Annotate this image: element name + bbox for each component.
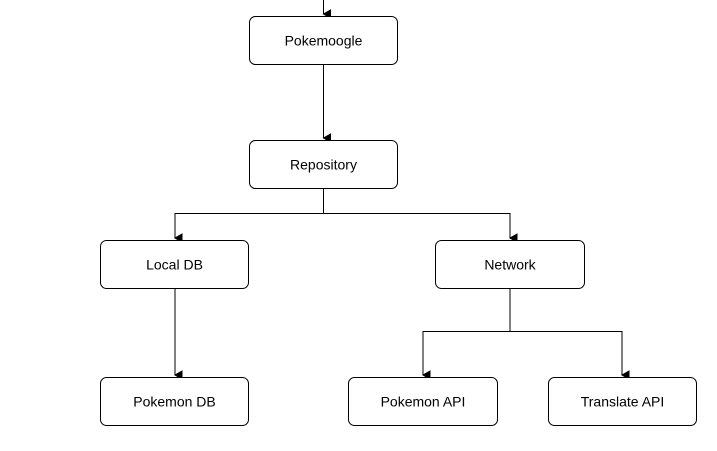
node-pokemon-db: Pokemon DB [100, 377, 249, 426]
node-network: Network [435, 240, 585, 289]
node-repository-label: Repository [290, 157, 357, 173]
node-pokemoogle: Pokemoogle [249, 16, 398, 65]
node-network-label: Network [484, 257, 536, 273]
node-pokemon-db-label: Pokemon DB [133, 394, 215, 410]
node-pokemon-api: Pokemon API [348, 377, 498, 426]
node-translate-api-label: Translate API [581, 394, 665, 410]
edge-network-to-translate-api [510, 331, 630, 380]
node-pokemon-api-label: Pokemon API [381, 394, 466, 410]
edge-repository-to-network [323, 213, 518, 243]
node-repository: Repository [249, 140, 398, 189]
node-local-db: Local DB [100, 240, 249, 289]
node-pokemoogle-label: Pokemoogle [285, 33, 363, 49]
edge-repository-to-local-db [173, 189, 324, 243]
node-translate-api: Translate API [548, 377, 697, 426]
edge-network-to-pokemon-api [421, 289, 511, 380]
edges [173, 0, 630, 380]
node-local-db-label: Local DB [146, 257, 203, 273]
